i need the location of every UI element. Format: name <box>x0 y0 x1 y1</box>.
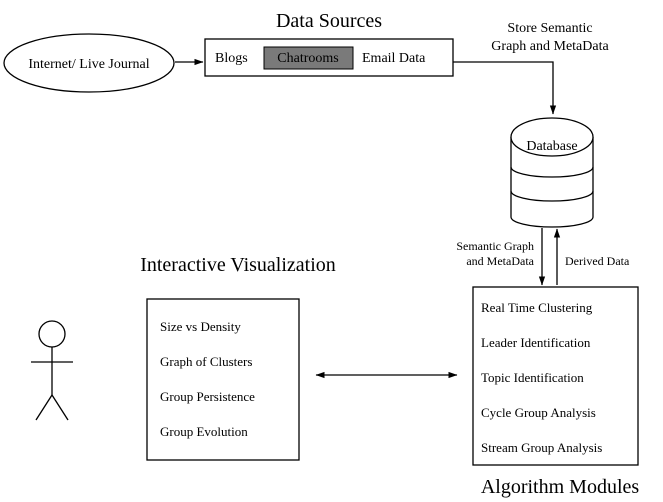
semantic-label-line1: Semantic Graph <box>456 239 534 253</box>
viz-item-graph-clusters: Graph of Clusters <box>160 354 252 369</box>
derived-data-label: Derived Data <box>565 254 630 268</box>
viz-item-group-evolution: Group Evolution <box>160 424 248 439</box>
chatrooms-highlight <box>263 46 354 70</box>
sources-to-database-arrow <box>453 61 557 115</box>
algo-item-real-time-clustering: Real Time Clustering <box>481 300 593 315</box>
user-icon <box>31 320 73 421</box>
source-blogs: Blogs <box>215 51 248 66</box>
database-label: Database <box>526 139 577 154</box>
interactive-visualization-title: Interactive Visualization <box>140 254 336 276</box>
internet-node <box>3 33 175 93</box>
source-chatrooms: Chatrooms <box>277 51 338 66</box>
algo-item-leader-identification: Leader Identification <box>481 335 591 350</box>
viz-item-group-persistence: Group Persistence <box>160 389 255 404</box>
data-sources-title: Data Sources <box>276 10 382 32</box>
algorithm-modules-title: Algorithm Modules <box>481 476 640 498</box>
source-email: Email Data <box>362 51 426 66</box>
store-label-line1: Store Semantic <box>507 21 592 36</box>
algo-item-cycle-group-analysis: Cycle Group Analysis <box>481 405 596 420</box>
semantic-label-line2: and MetaData <box>466 254 534 268</box>
viz-item-size-density: Size vs Density <box>160 319 241 334</box>
algorithm-modules-box <box>472 286 639 466</box>
algo-item-topic-identification: Topic Identification <box>481 370 584 385</box>
internet-node-label: Internet/ Live Journal <box>28 57 149 72</box>
store-label-line2: Graph and MetaData <box>491 39 609 54</box>
database-icon <box>510 117 594 228</box>
visualization-box <box>146 298 300 461</box>
algo-item-stream-group-analysis: Stream Group Analysis <box>481 440 602 455</box>
